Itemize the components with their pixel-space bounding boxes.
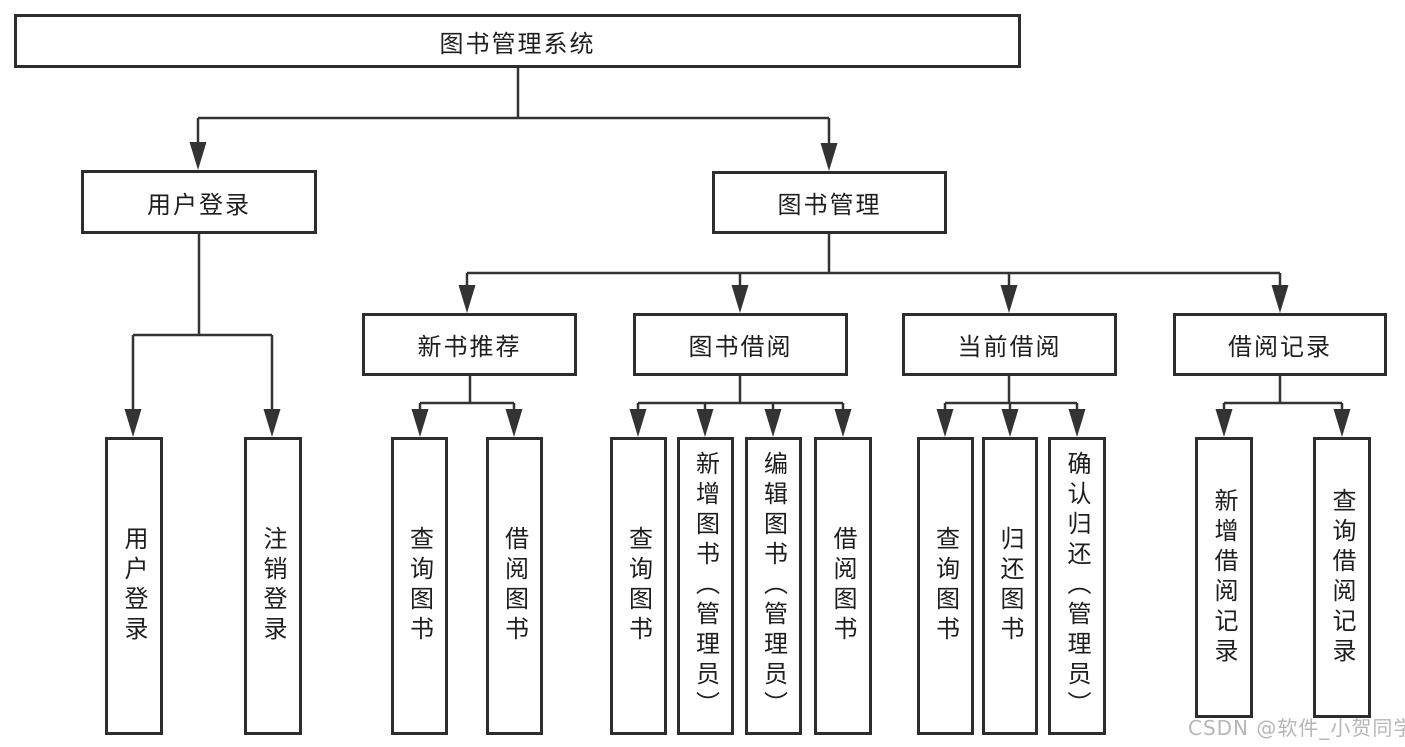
leaf-query-books-borrowing-label: 查询图书 — [624, 526, 653, 646]
leaf-query-books-borrowing: 查询图书 — [610, 437, 667, 735]
node-root-label: 图书管理系统 — [439, 29, 596, 58]
leaf-query-books-recommend: 查询图书 — [391, 437, 448, 735]
node-borrowing-records-label: 借阅记录 — [1228, 333, 1332, 361]
leaf-return-book-label: 归还图书 — [996, 526, 1024, 646]
node-book-management: 图书管理 — [712, 171, 947, 234]
node-current-borrowing-label: 当前借阅 — [957, 333, 1062, 361]
leaf-edit-book-admin-label: 编辑图书（管理员） — [759, 451, 788, 721]
leaf-add-borrow-record: 新增借阅记录 — [1195, 437, 1253, 718]
node-book-management-label: 图书管理 — [777, 191, 882, 219]
leaf-add-book-admin-label: 新增图书（管理员） — [691, 451, 720, 721]
csdn-watermark: CSDN @软件_小贺同学 — [1188, 716, 1405, 740]
leaf-logout-label: 注销登录 — [259, 526, 287, 646]
leaf-query-books-recommend-label: 查询图书 — [405, 526, 434, 646]
node-root: 图书管理系统 — [14, 14, 1021, 68]
leaf-add-borrow-record-label: 新增借阅记录 — [1210, 487, 1238, 668]
node-new-book-recommend: 新书推荐 — [362, 313, 577, 376]
leaf-edit-book-admin: 编辑图书（管理员） — [745, 437, 802, 735]
node-current-borrowing: 当前借阅 — [902, 313, 1117, 376]
node-user-login: 用户登录 — [81, 170, 317, 234]
leaf-confirm-return-admin-label: 确认归还（管理员） — [1063, 451, 1091, 721]
leaf-logout: 注销登录 — [244, 437, 302, 735]
leaf-return-book: 归还图书 — [982, 437, 1038, 735]
node-user-login-label: 用户登录 — [147, 190, 251, 219]
leaf-borrow-books-borrowing: 借阅图书 — [814, 437, 872, 735]
leaf-confirm-return-admin: 确认归还（管理员） — [1048, 437, 1106, 735]
leaf-query-books-current: 查询图书 — [917, 437, 974, 735]
leaf-query-books-current-label: 查询图书 — [931, 526, 960, 646]
leaf-query-borrow-record-label: 查询借阅记录 — [1328, 487, 1356, 668]
leaf-borrow-books-recommend: 借阅图书 — [486, 437, 543, 735]
node-borrowing-records: 借阅记录 — [1173, 313, 1387, 376]
leaf-query-borrow-record: 查询借阅记录 — [1313, 437, 1371, 718]
leaf-borrow-books-borrowing-label: 借阅图书 — [829, 526, 857, 646]
leaf-add-book-admin: 新增图书（管理员） — [677, 437, 734, 735]
leaf-user-login-label: 用户登录 — [120, 526, 148, 646]
node-new-book-recommend-label: 新书推荐 — [417, 333, 522, 361]
node-book-borrowing: 图书借阅 — [633, 313, 848, 376]
node-book-borrowing-label: 图书借阅 — [688, 333, 793, 361]
arrowheads — [124, 142, 1351, 437]
leaf-borrow-books-recommend-label: 借阅图书 — [500, 526, 529, 646]
leaf-user-login: 用户登录 — [105, 437, 163, 735]
